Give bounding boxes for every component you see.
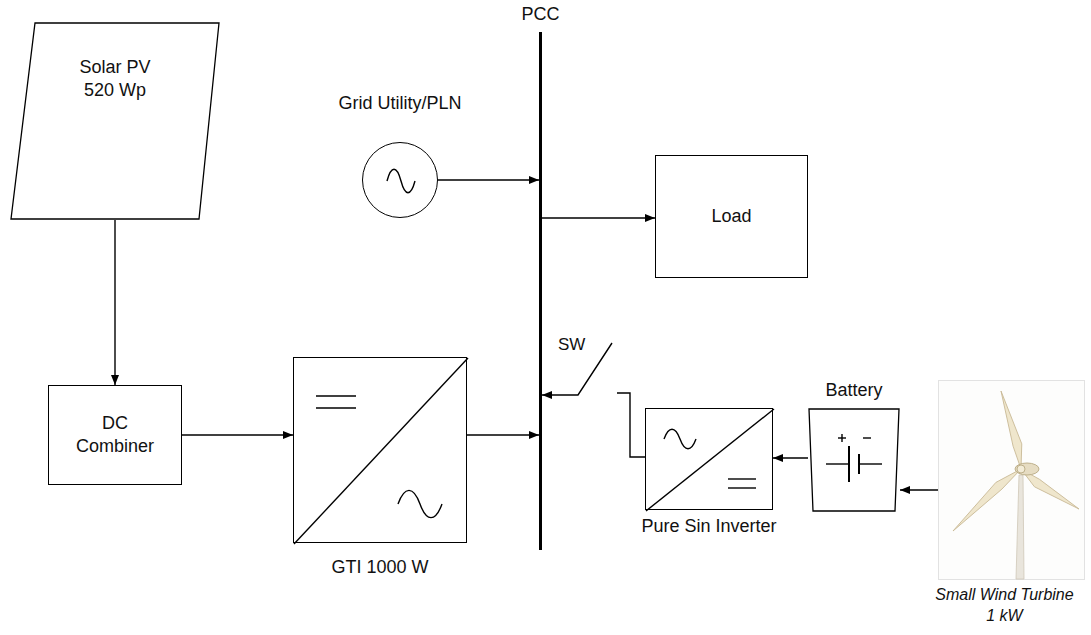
power-connector — [182, 434, 293, 435]
shape-outline — [939, 381, 1086, 581]
combiner-box: DC Combiner — [48, 385, 182, 485]
switch-connector — [542, 343, 645, 457]
shape-outline — [294, 358, 468, 544]
turbine-tower — [1016, 475, 1024, 579]
node-label: DC Combiner — [68, 412, 163, 459]
load-box: Load — [655, 155, 808, 278]
node-caption: PCC — [521, 3, 559, 26]
node-caption: Pure Sin Inverter — [641, 515, 776, 538]
grid-tie-inverter: GTI 1000 W — [293, 357, 467, 543]
power-connector — [114, 220, 115, 385]
power-connector — [542, 217, 655, 218]
pcc-bus: PCC — [539, 32, 542, 550]
node-caption: Small Wind Turbine 1 kW — [930, 585, 1080, 627]
node-label: Load — [711, 205, 751, 228]
shape-outline — [363, 143, 439, 219]
turbine-blade — [1001, 391, 1022, 469]
sine-symbol — [664, 429, 696, 449]
shape-outline — [808, 408, 900, 512]
pv-array: Solar PV 520 Wp — [10, 22, 220, 220]
power-connector — [773, 457, 808, 458]
grid-source: Grid Utility/PLN — [362, 142, 438, 218]
power-connector — [900, 489, 938, 490]
node-caption: Battery — [825, 379, 882, 402]
dc-symbol — [728, 487, 756, 488]
converter-diagonal — [294, 358, 468, 544]
battery-lead — [859, 463, 882, 464]
battery-lead — [826, 463, 849, 464]
trapezoid-outline — [809, 409, 899, 511]
dc-symbol — [316, 395, 356, 396]
sine-symbol — [398, 490, 442, 517]
wind-turbine: Small Wind Turbine 1 kW — [938, 380, 1085, 580]
dc-symbol — [728, 478, 756, 479]
battery-plate — [848, 446, 850, 482]
battery-block: Battery — [808, 408, 900, 512]
minus-sign — [863, 437, 871, 438]
turbine-nacelle — [1015, 463, 1039, 475]
power-connector — [467, 434, 539, 435]
shape-outline — [646, 409, 774, 511]
node-caption: GTI 1000 W — [331, 556, 428, 579]
sine-symbol — [387, 169, 415, 192]
turbine-blade — [953, 469, 1021, 531]
plus-sign — [841, 434, 842, 442]
sine-inverter: Pure Sin Inverter — [645, 408, 773, 510]
switch-label: SW — [556, 334, 587, 356]
node-label: Solar PV 520 Wp — [65, 56, 165, 103]
node-caption: Grid Utility/PLN — [338, 92, 461, 115]
parallelogram-outline — [11, 23, 219, 219]
turbine-hub — [1017, 465, 1025, 473]
shape-outline — [10, 22, 220, 220]
converter-diagonal — [646, 409, 774, 511]
power-connector — [438, 179, 539, 180]
dc-symbol — [316, 407, 356, 408]
